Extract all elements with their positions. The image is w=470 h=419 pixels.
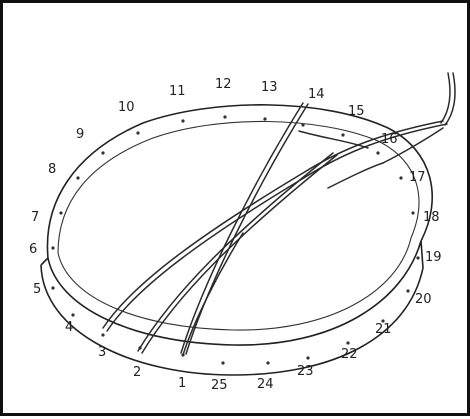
hole-label: 17 <box>409 170 426 185</box>
hole-label: 24 <box>257 377 274 392</box>
hole-label: 19 <box>425 250 442 265</box>
hole-label: 16 <box>381 132 398 147</box>
hoop-lower-rim <box>48 241 421 345</box>
basket-hoop-drawing: 1 2 3 4 5 6 7 8 9 10 11 12 13 14 15 16 1… <box>3 3 470 419</box>
hole-label: 21 <box>375 322 392 337</box>
hoop-band-right-edge <box>421 241 423 268</box>
hole-label: 7 <box>31 210 39 225</box>
hole-label: 4 <box>65 320 73 335</box>
hole-label: 10 <box>118 100 135 115</box>
hole-label: 5 <box>33 282 41 297</box>
hole-label: 12 <box>215 77 232 92</box>
hole-label: 3 <box>98 345 106 360</box>
hoop-holes <box>51 115 419 364</box>
hoop-band-left-edge <box>41 258 48 265</box>
hole-label: 18 <box>423 210 440 225</box>
hole-label: 1 <box>178 376 186 391</box>
hole-label: 14 <box>308 87 325 102</box>
hole-label: 25 <box>211 378 228 393</box>
hole-label: 9 <box>76 127 84 142</box>
hole-label: 23 <box>297 364 314 379</box>
hole-label: 13 <box>261 80 278 95</box>
hole-label: 15 <box>348 104 365 119</box>
hole-label: 2 <box>133 365 141 380</box>
hole-label: 20 <box>415 292 432 307</box>
hole-label: 11 <box>169 84 186 99</box>
hole-label: 8 <box>48 162 56 177</box>
hole-label: 22 <box>341 347 358 362</box>
hole-label: 6 <box>29 242 37 257</box>
hoop-outer-rim <box>47 105 432 258</box>
